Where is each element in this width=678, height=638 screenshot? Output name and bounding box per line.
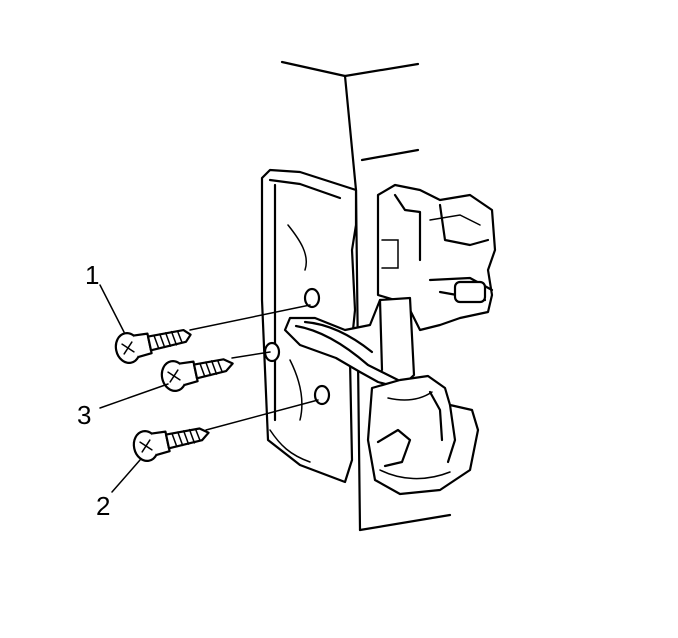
leader-1 xyxy=(99,284,125,333)
screw-holes xyxy=(263,287,331,406)
hole-upper xyxy=(303,287,321,309)
screw-2 xyxy=(132,427,210,462)
hole-middle xyxy=(263,341,281,363)
callout-3: 3 xyxy=(77,400,91,430)
actuator-housing xyxy=(376,183,497,332)
leader-lines xyxy=(99,284,169,493)
screw-1 xyxy=(114,328,192,364)
screw-3 xyxy=(160,358,234,392)
callout-1: 1 xyxy=(85,260,99,290)
hole-lower xyxy=(313,384,331,406)
lever-bracket xyxy=(283,296,416,390)
leader-2 xyxy=(111,459,141,493)
leader-3 xyxy=(99,383,169,409)
latch-mechanism xyxy=(366,374,480,496)
callout-2: 2 xyxy=(96,491,110,521)
alignment-lines xyxy=(189,304,319,431)
